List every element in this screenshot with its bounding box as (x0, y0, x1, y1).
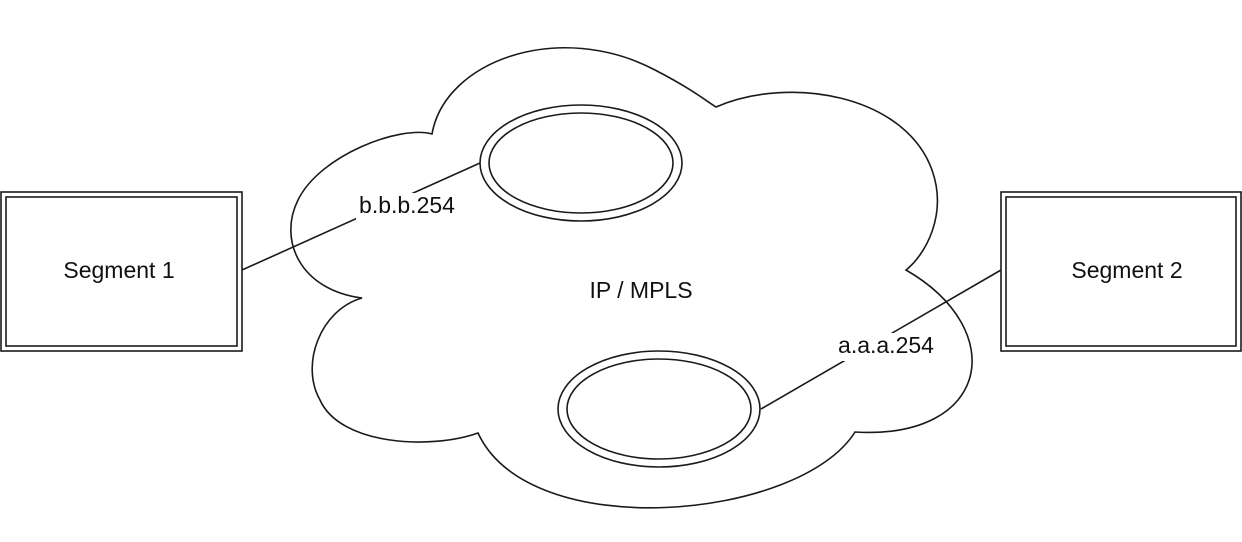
segment-2-box[interactable] (1000, 191, 1242, 352)
cloud-label: IP / MPLS (589, 277, 692, 303)
upper-router-node[interactable] (479, 104, 683, 222)
link-right-label: a.a.a.254 (838, 332, 934, 358)
segment-1-label: Segment 1 (63, 257, 174, 283)
link-right-label-bg (834, 333, 938, 361)
link-left-label-bg (356, 193, 458, 221)
lower-router-node[interactable] (557, 350, 761, 468)
link-left-label: b.b.b.254 (359, 192, 455, 218)
segment-1-box[interactable] (0, 191, 243, 352)
segment-2-label: Segment 2 (1071, 257, 1182, 283)
ip-mpls-cloud[interactable] (290, 47, 973, 509)
